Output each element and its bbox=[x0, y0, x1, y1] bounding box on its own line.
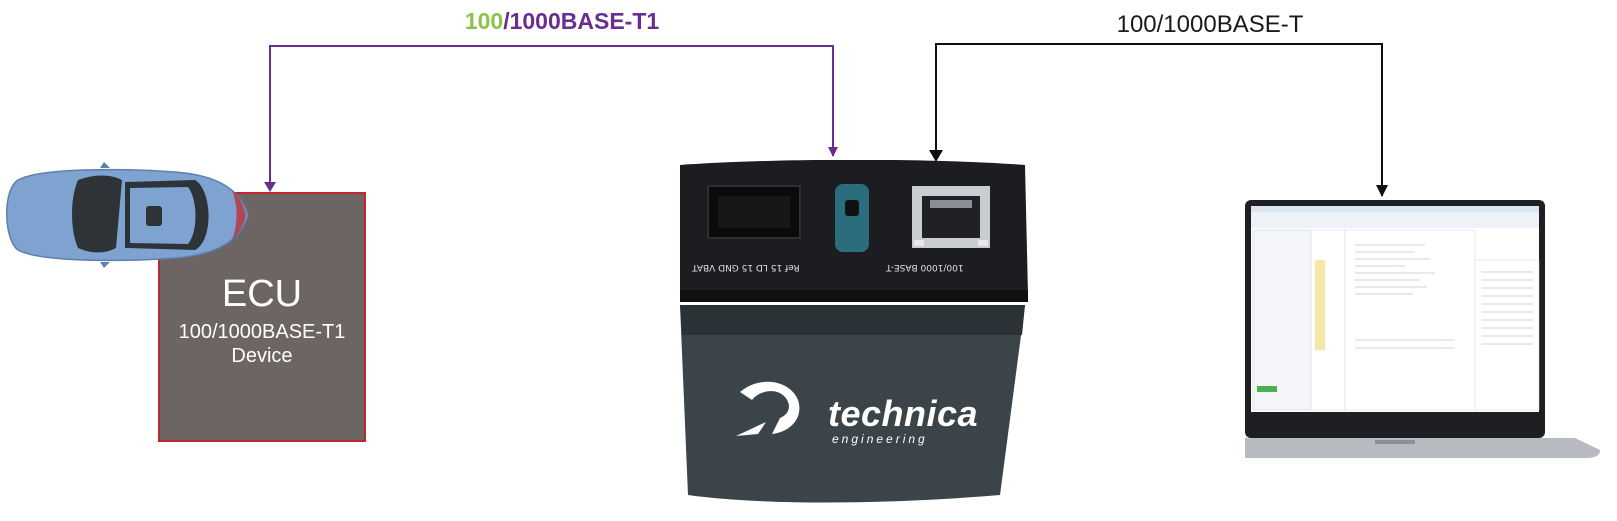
laptop-icon bbox=[1245, 200, 1600, 458]
device-icon bbox=[680, 160, 1028, 503]
ecu-title: ECU bbox=[221, 273, 303, 315]
port-right-label: 100/1000 BASE-T bbox=[886, 262, 964, 272]
t1-label-green: 100 bbox=[464, 8, 504, 34]
t1-link-line bbox=[269, 45, 838, 186]
ecu-line2: Device bbox=[231, 345, 293, 367]
car-icon bbox=[6, 162, 249, 268]
t1-link-label: 100/1000BASE-T1 bbox=[452, 8, 672, 35]
arrow-down-icon bbox=[929, 150, 943, 162]
t-link-label: 100/1000BASE-T bbox=[1116, 11, 1304, 38]
t-link-line bbox=[935, 43, 1388, 197]
brand-logo-subtext: engineering bbox=[832, 432, 928, 446]
brand-logo-text: technica bbox=[828, 393, 979, 434]
t1-label-purple: /1000BASE-T1 bbox=[503, 8, 660, 34]
arrow-down-icon bbox=[264, 182, 276, 192]
port-left-label: Ref 15 LD 15 GND VBAT bbox=[692, 262, 800, 272]
ecu-line1: 100/1000BASE-T1 bbox=[178, 321, 346, 343]
